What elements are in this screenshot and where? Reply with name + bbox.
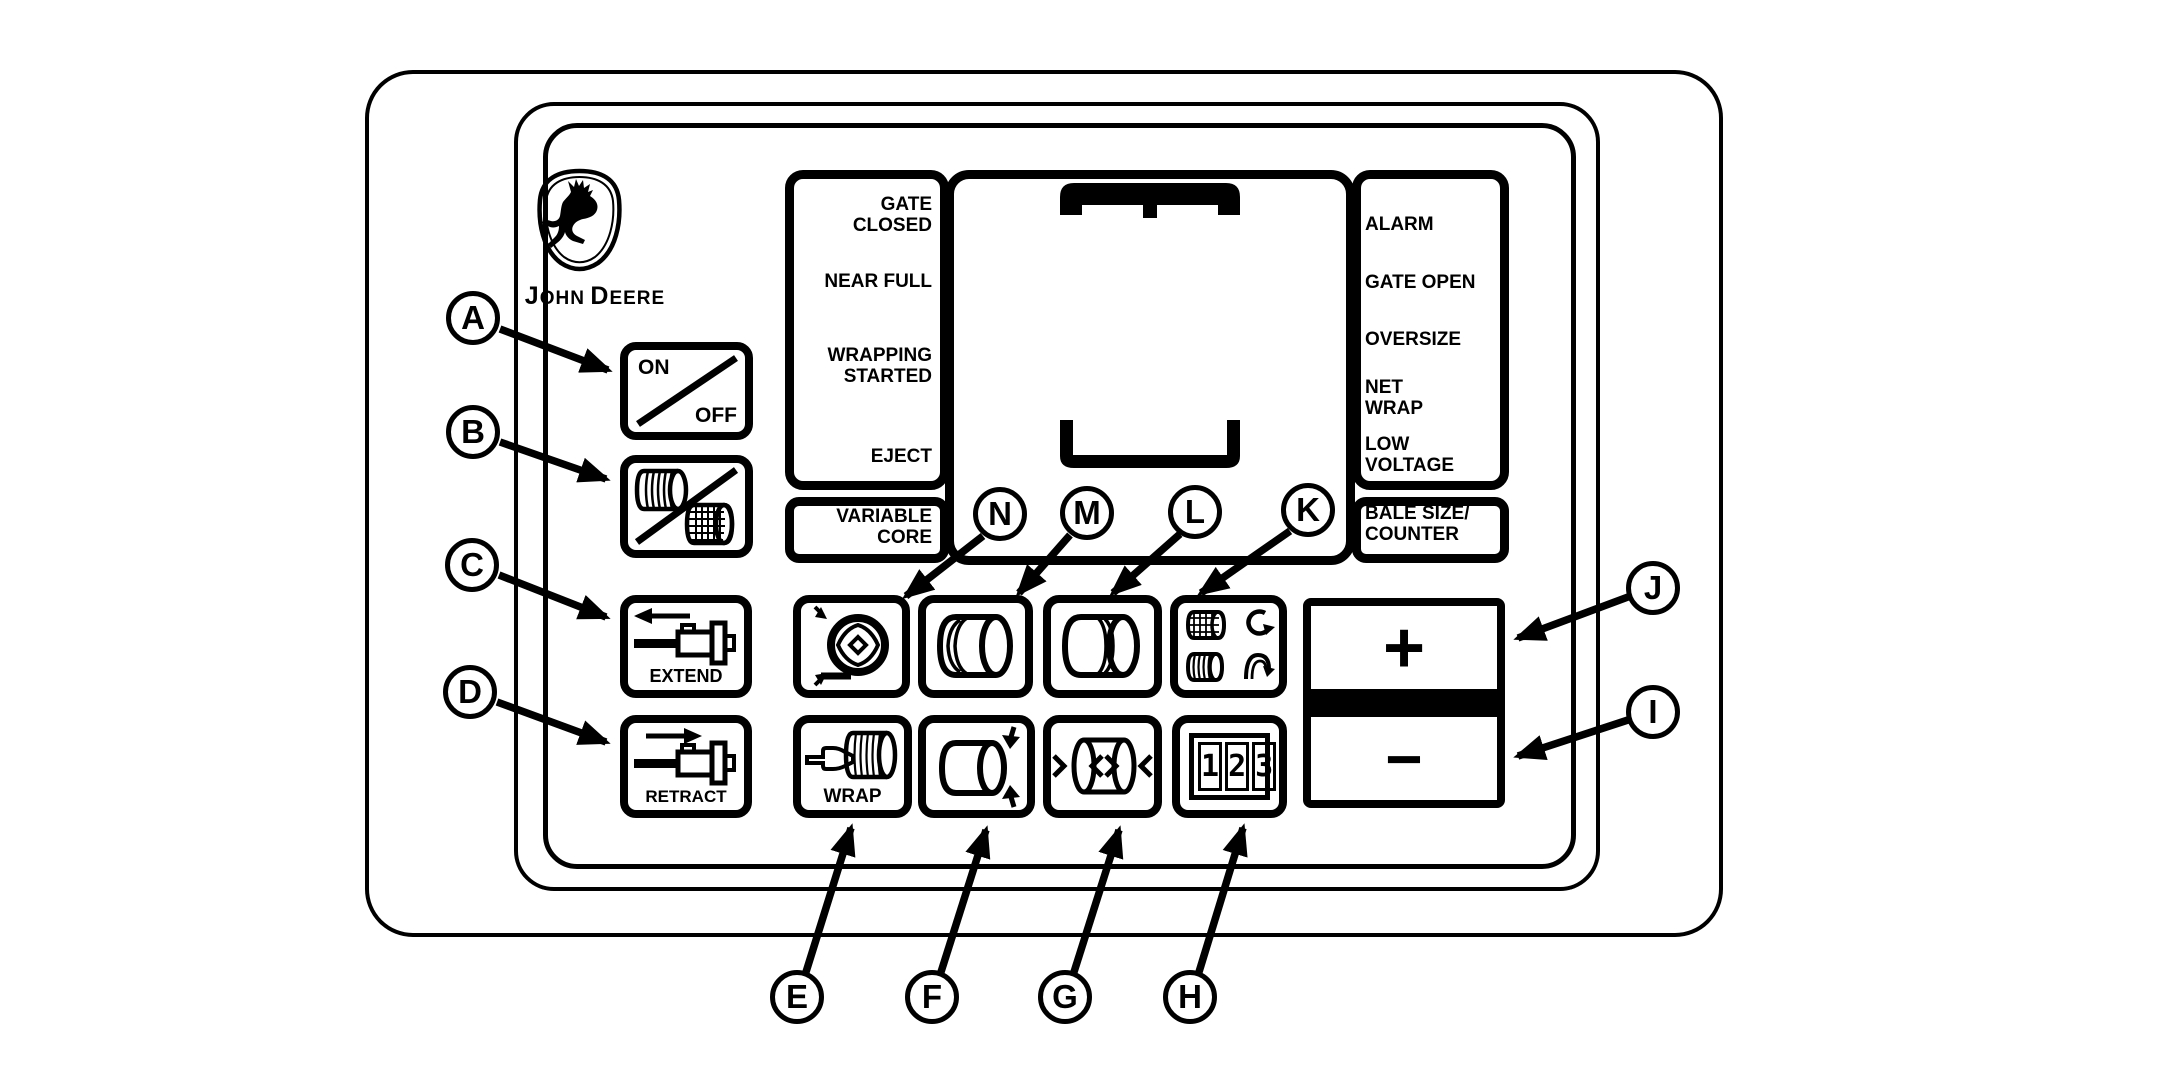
actuator-retract-icon — [634, 728, 736, 786]
increase-button[interactable]: + — [1382, 607, 1426, 688]
bale-core-icon — [813, 605, 889, 687]
status-label-eject: EJECT — [870, 446, 932, 467]
retract-label: RETRACT — [645, 787, 727, 806]
status-label-gate-open: GATE OPEN — [1365, 272, 1476, 293]
bale-inward-arrows-icon — [1052, 737, 1153, 795]
status-label-bale-size-counter: BALE SIZE/ COUNTER — [1365, 503, 1470, 545]
wrap-start-button[interactable]: WRAP — [793, 715, 912, 818]
wrap-material-select-button[interactable] — [620, 455, 753, 558]
status-label-near-full: NEAR FULL — [824, 271, 932, 292]
counter-digit-1: 1 — [1198, 742, 1223, 791]
callout-c: C — [445, 538, 499, 592]
off-label: OFF — [695, 404, 737, 427]
pointing-hand — [805, 746, 855, 771]
extend-button[interactable]: EXTEND — [620, 595, 752, 698]
status-panel-right — [1352, 170, 1509, 490]
twine-roll-glyph — [634, 468, 689, 512]
twine-slash-net-icon — [634, 467, 739, 546]
extend-label: EXTEND — [649, 666, 723, 686]
chamber-bottom-bracket — [1060, 420, 1240, 468]
twine-roll-small — [1185, 652, 1225, 682]
bezel-outer — [365, 70, 1723, 937]
rotation-arrow — [1246, 609, 1275, 636]
john-deere-logo — [537, 168, 622, 272]
bale-layers-left-button[interactable] — [918, 595, 1033, 698]
counter-button[interactable]: 1 2 3 — [1172, 715, 1287, 818]
callout-b: B — [446, 405, 500, 459]
status-label-net-wrap: NET WRAP — [1365, 377, 1424, 419]
bale-layers-right-button[interactable] — [1043, 595, 1162, 698]
counter-digit-2: 2 — [1225, 742, 1250, 791]
decrease-button[interactable]: − — [1385, 722, 1423, 795]
brand-name: JOHN DEERE — [524, 282, 666, 310]
callout-i: I — [1626, 685, 1680, 739]
callout-e: E — [770, 970, 824, 1024]
status-label-oversize: OVERSIZE — [1365, 329, 1462, 350]
bale-layers-right-icon — [1061, 614, 1140, 678]
chamber-top-bracket — [1060, 183, 1240, 218]
callout-a: A — [446, 291, 500, 345]
bale-size-button[interactable] — [918, 715, 1035, 818]
callout-g: G — [1038, 970, 1092, 1024]
plus-minus-rocker: + − — [1303, 598, 1505, 808]
on-label: ON — [638, 356, 670, 379]
deer-silhouette — [542, 179, 598, 248]
status-label-low-voltage: LOW VOLTAGE — [1365, 434, 1455, 476]
rocker-divider — [1311, 689, 1497, 717]
net-twine-rotation-icon — [1185, 609, 1275, 682]
callout-k: K — [1281, 483, 1335, 537]
net-roll-small — [1185, 610, 1227, 640]
actuator-extend-icon — [634, 608, 736, 666]
callout-m: M — [1060, 486, 1114, 540]
wrap-count-button[interactable] — [1170, 595, 1287, 698]
bezel-middle — [514, 102, 1600, 891]
bale-layers-left-icon — [936, 614, 1013, 678]
coil-arrow — [1244, 652, 1275, 680]
status-label-wrapping-started: WRAPPING STARTED — [827, 345, 933, 387]
power-on-off-button[interactable]: ON OFF — [620, 342, 753, 440]
variable-core-button[interactable] — [793, 595, 910, 698]
bezel-inner — [543, 123, 1576, 869]
power-slash-icon — [636, 355, 738, 427]
callout-j: J — [1626, 561, 1680, 615]
net-roll-glyph — [684, 502, 735, 546]
status-panel-left — [785, 170, 949, 490]
counter-digit-3: 3 — [1252, 742, 1277, 791]
status-label-alarm: ALARM — [1365, 214, 1434, 235]
retract-button[interactable]: RETRACT — [620, 715, 752, 818]
callout-f: F — [905, 970, 959, 1024]
callout-h: H — [1163, 970, 1217, 1024]
net-roll-glyph — [843, 730, 898, 780]
callout-l: L — [1168, 485, 1222, 539]
status-label-gate-closed: GATE CLOSED — [852, 194, 932, 236]
bale-chamber-graphic — [1060, 183, 1240, 468]
bale-density-button[interactable] — [1043, 715, 1162, 818]
callout-d: D — [443, 665, 497, 719]
wrap-label: WRAP — [823, 786, 882, 807]
status-label-variable-core: VARIABLE CORE — [836, 506, 932, 548]
bale-size-icon — [938, 726, 1020, 808]
hand-net-roll-icon — [805, 730, 898, 780]
bale-size-counter-box — [1352, 497, 1509, 563]
callout-n: N — [973, 487, 1027, 541]
counter-display: 1 2 3 — [1189, 733, 1277, 800]
